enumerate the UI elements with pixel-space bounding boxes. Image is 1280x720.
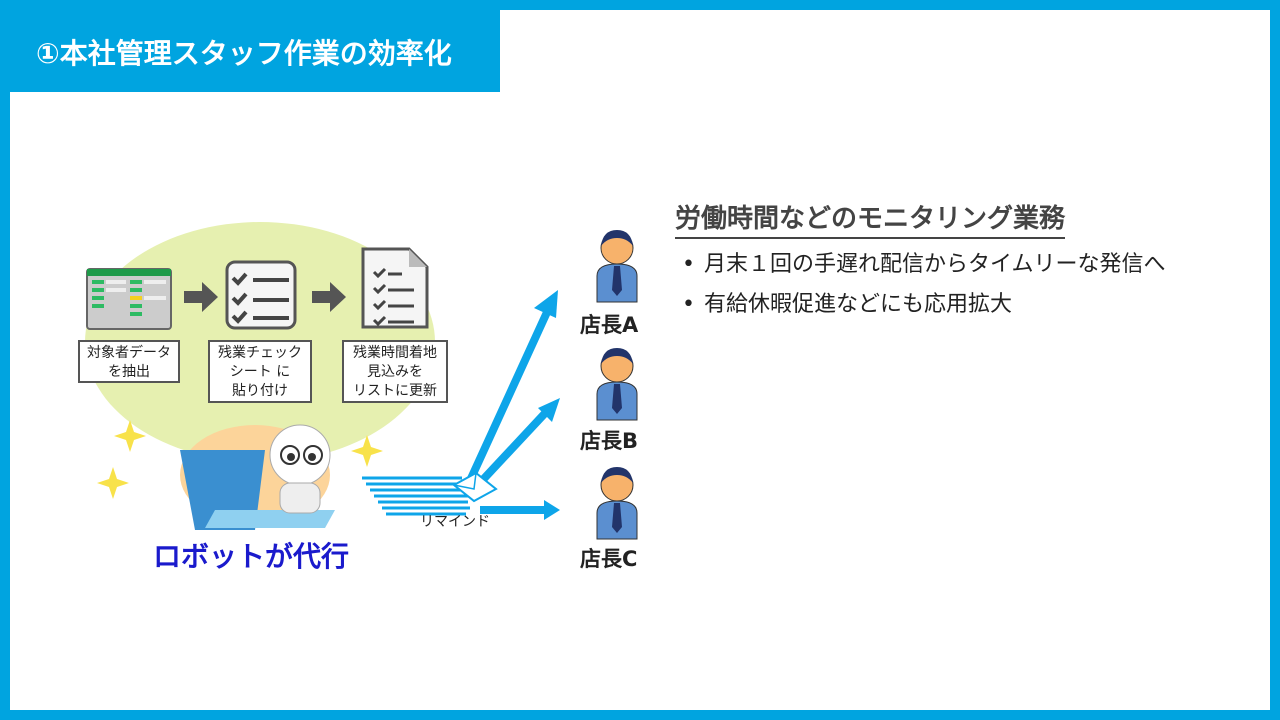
arrow-right-icon	[312, 282, 346, 312]
document-checklist-icon	[361, 247, 429, 329]
spreadsheet-icon	[86, 268, 172, 330]
robot-illustration	[97, 420, 383, 530]
reminder-arrows	[362, 290, 560, 520]
manager-a-label: 店長A	[580, 313, 639, 337]
manager-b-label: 店長B	[580, 429, 639, 453]
person-icon	[596, 230, 638, 303]
remind-label: リマインド	[420, 514, 490, 530]
bullet-list: 月末１回の手遅れ配信からタイムリーな発信へ 有給休暇促進などにも応用拡大	[680, 250, 1220, 330]
manager-c-label: 店長C	[580, 547, 638, 571]
step-update-list: 残業時間着地 見込みを リストに更新	[342, 340, 448, 403]
envelope-icon	[452, 471, 498, 503]
person-icon	[596, 348, 638, 421]
arrow-right-icon	[184, 282, 218, 312]
step-extract-data: 対象者データ を抽出	[78, 340, 180, 383]
checklist-icon	[225, 260, 297, 330]
monitoring-heading: 労働時間などのモニタリング業務	[675, 198, 1066, 239]
bullet-item: 有給休暇促進などにも応用拡大	[680, 290, 1220, 320]
slide-title: ①本社管理スタッフ作業の効率化	[10, 10, 500, 92]
step-paste-check-sheet: 残業チェック シート に 貼り付け	[208, 340, 312, 403]
bullet-item: 月末１回の手遅れ配信からタイムリーな発信へ	[680, 250, 1180, 280]
person-icon	[596, 467, 638, 540]
robot-label: ロボットが代行	[153, 540, 350, 573]
